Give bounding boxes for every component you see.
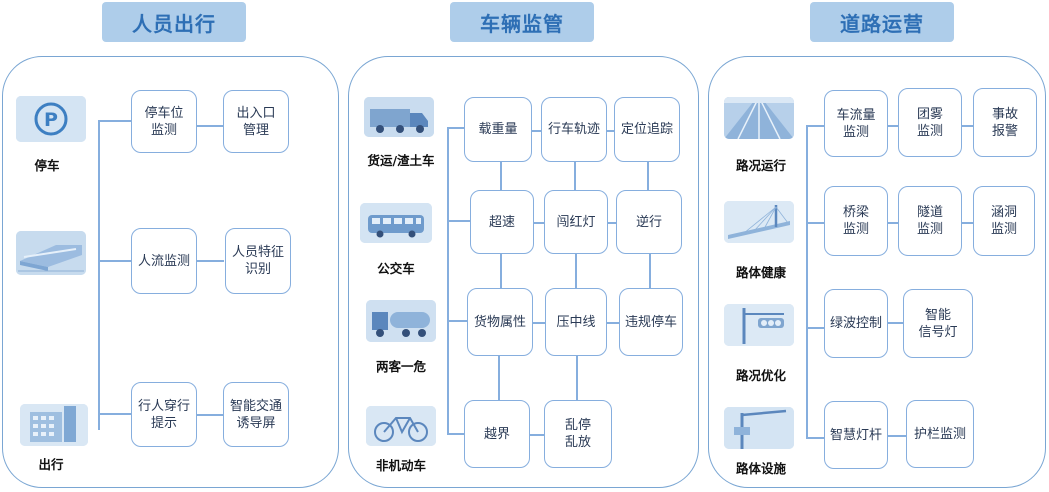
train-icon bbox=[16, 231, 86, 275]
connector bbox=[98, 120, 131, 122]
category-label-road-optimize: 路况优化 bbox=[735, 368, 786, 383]
connector bbox=[649, 254, 651, 288]
box-smart-guide-screen: 智能交通 诱导屏 bbox=[223, 382, 289, 447]
box-red-light: 闯红灯 bbox=[544, 190, 608, 254]
building-icon bbox=[20, 404, 88, 446]
connector bbox=[196, 414, 224, 416]
box-parking-space-monitoring: 停车位 监测 bbox=[131, 90, 197, 153]
connector bbox=[447, 127, 449, 433]
connector bbox=[575, 254, 577, 288]
box-random-parking: 乱停 乱放 bbox=[544, 400, 612, 468]
street-lamp-icon bbox=[724, 407, 794, 449]
connector bbox=[98, 260, 131, 262]
connector bbox=[806, 437, 824, 439]
connector bbox=[888, 322, 903, 324]
box-crowd-monitoring: 人流监测 bbox=[131, 228, 197, 294]
box-bridge-monitoring: 桥梁 监测 bbox=[824, 186, 888, 256]
connector bbox=[888, 435, 906, 437]
connector bbox=[888, 222, 898, 224]
bus-icon bbox=[360, 203, 432, 243]
box-guardrail-monitoring: 护栏监测 bbox=[906, 400, 974, 468]
connector bbox=[98, 413, 131, 415]
connector bbox=[606, 130, 614, 132]
section-title-road: 道路运营 bbox=[810, 2, 954, 42]
connector bbox=[962, 125, 973, 127]
box-culvert-monitoring: 涵洞 监测 bbox=[973, 186, 1035, 256]
connector bbox=[532, 322, 545, 324]
connector bbox=[196, 260, 224, 262]
connector bbox=[888, 125, 898, 127]
tanker-icon bbox=[366, 300, 436, 342]
box-illegal-parking: 违规停车 bbox=[619, 288, 683, 356]
connector bbox=[806, 125, 808, 439]
connector bbox=[98, 120, 100, 430]
section-title-vehicle: 车辆监管 bbox=[450, 2, 594, 42]
connector bbox=[647, 162, 649, 192]
svg-text:P: P bbox=[44, 109, 58, 131]
connector bbox=[532, 130, 542, 132]
connector bbox=[447, 220, 470, 222]
category-label-non-motor: 非机动车 bbox=[375, 458, 426, 473]
box-load-weight: 载重量 bbox=[464, 97, 532, 162]
connector bbox=[962, 222, 973, 224]
connector bbox=[447, 127, 464, 129]
connector bbox=[608, 222, 616, 224]
category-label-travel: 出行 bbox=[38, 457, 64, 472]
category-label-parking: 停车 bbox=[34, 158, 60, 173]
connector bbox=[447, 433, 464, 435]
box-center-line: 压中线 bbox=[545, 288, 607, 356]
connector bbox=[530, 434, 544, 436]
category-label-road-health: 路体健康 bbox=[735, 265, 786, 280]
box-cargo-attribute: 货物属性 bbox=[467, 288, 533, 356]
highway-icon bbox=[724, 97, 794, 139]
bridge-icon bbox=[724, 201, 794, 243]
connector bbox=[574, 162, 576, 192]
box-entrance-management: 出入口 管理 bbox=[223, 90, 289, 153]
box-green-wave: 绿波控制 bbox=[824, 289, 888, 358]
box-traffic-flow: 车流量 监测 bbox=[824, 90, 888, 157]
box-pedestrian-crossing-alert: 行人穿行 提示 bbox=[131, 382, 197, 447]
connector bbox=[500, 254, 502, 288]
box-fog-monitoring: 团雾 监测 bbox=[898, 88, 962, 157]
category-label-road-facility: 路体设施 bbox=[735, 461, 786, 476]
connector bbox=[498, 356, 500, 400]
connector bbox=[500, 162, 502, 192]
connector bbox=[806, 222, 824, 224]
connector bbox=[447, 320, 467, 322]
truck-icon bbox=[364, 97, 434, 137]
traffic-light-icon bbox=[724, 304, 794, 346]
box-person-feature-recognition: 人员特征 识别 bbox=[225, 228, 291, 294]
parking-icon: P bbox=[16, 96, 86, 142]
bicycle-icon bbox=[366, 406, 436, 446]
box-tunnel-monitoring: 隧道 监测 bbox=[898, 186, 962, 256]
box-smart-lamp-pole: 智慧灯杆 bbox=[824, 401, 888, 469]
connector bbox=[532, 222, 544, 224]
category-label-road-running: 路况运行 bbox=[735, 158, 786, 173]
box-boundary-crossing: 越界 bbox=[464, 400, 530, 468]
category-label-freight: 货运/渣土车 bbox=[367, 153, 435, 168]
connector bbox=[806, 327, 824, 329]
connector bbox=[806, 125, 824, 127]
box-location-tracking: 定位追踪 bbox=[614, 97, 680, 162]
connector bbox=[607, 322, 619, 324]
box-driving-track: 行车轨迹 bbox=[541, 97, 607, 162]
box-accident-alarm: 事故 报警 bbox=[973, 88, 1037, 157]
connector bbox=[196, 125, 224, 127]
category-label-hazardous: 两客一危 bbox=[375, 359, 426, 374]
section-title-people: 人员出行 bbox=[102, 2, 246, 42]
box-smart-signal-light: 智能 信号灯 bbox=[903, 289, 973, 358]
connector bbox=[576, 356, 578, 400]
box-speeding: 超速 bbox=[470, 190, 534, 254]
box-wrong-way: 逆行 bbox=[616, 190, 682, 254]
category-label-bus: 公交车 bbox=[377, 261, 415, 276]
